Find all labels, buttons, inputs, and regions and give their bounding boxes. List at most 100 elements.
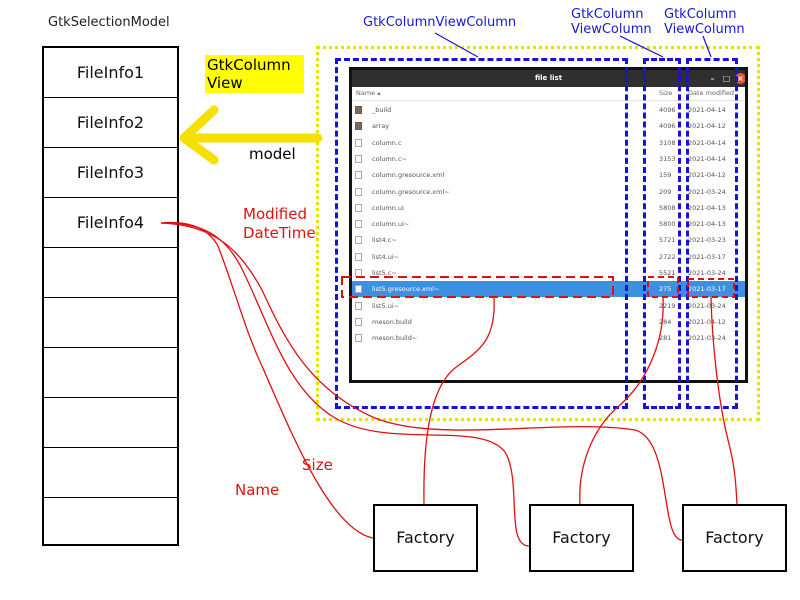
file-date: 2021-04-13 bbox=[688, 220, 726, 229]
file-row[interactable]: column.gresource.xml~ 209 2021-03-24 bbox=[352, 184, 745, 200]
file-row[interactable]: column.ui~ 5800 2021-04-13 bbox=[352, 216, 745, 232]
selection-model-title: GtkSelectionModel bbox=[48, 15, 170, 30]
file-date: 2021-03-24 bbox=[688, 301, 726, 310]
file-date: 2021-03-23 bbox=[688, 236, 726, 245]
date-column-label: GtkColumn ViewColumn bbox=[664, 7, 745, 37]
selection-model-item bbox=[44, 298, 177, 348]
selection-model-item: FileInfo1 bbox=[44, 48, 177, 98]
file-icon bbox=[355, 154, 362, 163]
file-name: list5.ui~ bbox=[372, 301, 400, 310]
file-row[interactable]: array 4096 2021-04-12 bbox=[352, 118, 745, 134]
name-connector bbox=[160, 221, 374, 539]
file-size: 5800 bbox=[659, 220, 676, 229]
file-size: 209 bbox=[659, 187, 672, 196]
file-size: 4096 bbox=[659, 122, 676, 131]
file-name: meson.build bbox=[372, 317, 412, 326]
file-icon bbox=[355, 236, 362, 245]
file-name: column.c~ bbox=[372, 154, 408, 163]
file-name: _build bbox=[372, 106, 392, 114]
minimize-icon[interactable]: – bbox=[710, 74, 715, 83]
window-title: file list bbox=[534, 74, 563, 82]
file-name: list4.ui~ bbox=[372, 252, 400, 261]
file-size: 159 bbox=[659, 171, 672, 180]
file-name: list4.c~ bbox=[372, 236, 397, 245]
folder-icon bbox=[355, 122, 362, 131]
date-factory-link bbox=[710, 296, 738, 505]
file-row[interactable]: _build 4096 2021-04-14 bbox=[352, 102, 745, 118]
file-list-window: file list – □ × Name ▴ Size Date modifie… bbox=[349, 67, 748, 383]
maximize-icon[interactable]: □ bbox=[722, 74, 731, 83]
file-name: column.ui~ bbox=[372, 220, 410, 229]
file-date: 2021-03-17 bbox=[688, 285, 726, 294]
file-name: array bbox=[372, 122, 390, 131]
selection-model-item: FileInfo4 bbox=[44, 198, 177, 248]
file-row[interactable]: list5.gresource.xml~ 275 2021-03-17 bbox=[352, 281, 745, 298]
file-name: list5.c~ bbox=[372, 269, 397, 277]
header-name[interactable]: Name ▴ bbox=[356, 89, 381, 97]
file-date: 2021-04-14 bbox=[688, 106, 726, 114]
file-icon bbox=[355, 317, 362, 326]
date-column-pointer bbox=[702, 35, 712, 58]
folder-icon bbox=[355, 106, 362, 114]
size-cell-highlight bbox=[647, 276, 679, 298]
size-factory: Factory bbox=[529, 504, 634, 572]
file-name: column.gresource.xml~ bbox=[372, 187, 450, 196]
file-icon bbox=[355, 252, 362, 261]
header-date[interactable]: Date modified bbox=[688, 89, 735, 97]
file-date: 2021-04-12 bbox=[688, 122, 726, 131]
file-size: 5721 bbox=[659, 236, 676, 245]
file-name: column.c bbox=[372, 138, 402, 147]
file-date: 2021-03-24 bbox=[688, 187, 726, 196]
size-connector bbox=[160, 222, 530, 547]
file-size: 3153 bbox=[659, 154, 676, 163]
file-icon bbox=[355, 301, 362, 310]
file-date: 2021-03-17 bbox=[688, 252, 726, 261]
file-name: list5.gresource.xml~ bbox=[372, 285, 440, 294]
file-icon bbox=[355, 138, 362, 147]
model-label: model bbox=[249, 145, 296, 163]
file-size: 275 bbox=[659, 285, 672, 294]
name-factory-link bbox=[423, 297, 495, 505]
name-column-label: GtkColumnViewColumn bbox=[363, 15, 517, 30]
file-date: 2021-04-13 bbox=[688, 203, 726, 212]
date-factory: Factory bbox=[682, 504, 787, 572]
window-titlebar: file list – □ × bbox=[352, 70, 745, 87]
file-size: 2219 bbox=[659, 301, 676, 310]
file-name: meson.build~ bbox=[372, 334, 418, 343]
file-name: column.ui bbox=[372, 203, 404, 212]
file-icon bbox=[355, 171, 362, 180]
file-size: 4096 bbox=[659, 106, 676, 114]
header-divider bbox=[352, 100, 745, 101]
file-row[interactable]: list5.ui~ 2219 2021-03-24 bbox=[352, 298, 745, 314]
file-icon bbox=[355, 203, 362, 212]
date-column-frame bbox=[686, 58, 738, 409]
name-factory: Factory bbox=[373, 504, 478, 572]
date-cell-highlight bbox=[687, 278, 735, 298]
file-date: 2021-04-12 bbox=[688, 317, 726, 326]
selection-model-item bbox=[44, 398, 177, 448]
file-size: 5808 bbox=[659, 203, 676, 212]
selection-model-item bbox=[44, 348, 177, 398]
model-arrow-icon bbox=[179, 105, 323, 165]
file-icon bbox=[355, 285, 362, 294]
header-size[interactable]: Size bbox=[659, 89, 673, 97]
name-column-frame bbox=[335, 58, 628, 409]
file-icon bbox=[355, 334, 362, 343]
file-date: 2021-03-24 bbox=[688, 269, 726, 277]
date-connector bbox=[160, 222, 683, 541]
selection-model-item bbox=[44, 248, 177, 298]
column-view-frame bbox=[316, 46, 760, 421]
file-row[interactable]: column.ui 5808 2021-04-13 bbox=[352, 200, 745, 216]
file-row[interactable]: list4.c~ 5721 2021-03-23 bbox=[352, 232, 745, 248]
file-icon bbox=[355, 220, 362, 229]
file-size: 3108 bbox=[659, 138, 676, 147]
close-icon[interactable]: × bbox=[735, 73, 745, 84]
